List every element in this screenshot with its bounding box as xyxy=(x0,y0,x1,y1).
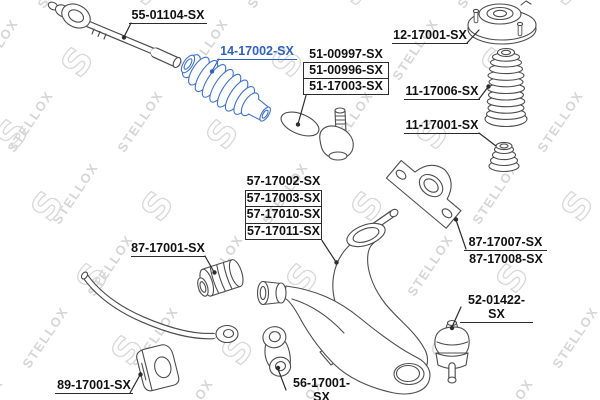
control-arm-drawing xyxy=(256,280,431,395)
part-label-bracket-bushing-b[interactable]: 87-17008-SX xyxy=(469,252,543,266)
strut-boot-drawing xyxy=(484,47,528,128)
part-label-strut-boot[interactable]: 11-17006-SX xyxy=(404,84,480,100)
part-label-stab-bushing[interactable]: 89-17001-SX xyxy=(55,378,133,394)
stabilizer-link-drawing xyxy=(262,326,292,377)
part-label-group-tie-rod-end: 51-00997-SX 51-00996-SX 51-17003-SX xyxy=(303,47,389,95)
part-label-tie-rod-end-1[interactable]: 51-00997-SX xyxy=(303,47,389,63)
part-label-shock-1[interactable]: 57-17002-SX xyxy=(245,174,322,191)
part-label-ball-joint[interactable]: 52-01422-SX xyxy=(460,293,533,323)
stabilizer-bracket-drawing xyxy=(385,159,462,229)
part-label-arm-bushing[interactable]: 87-17001-SX xyxy=(131,241,205,257)
part-label-rack-boot-highlighted[interactable]: 14-17002-SX xyxy=(217,44,297,60)
strut-mount-drawing xyxy=(467,0,537,45)
arm-bushing-drawing xyxy=(197,259,244,297)
tie-rod-end-drawing xyxy=(280,107,354,161)
part-label-bump-stop[interactable]: 11-17001-SX xyxy=(404,118,480,134)
part-label-tie-rod[interactable]: 55-01104-SX xyxy=(129,8,207,24)
part-label-shock-2[interactable]: 57-17003-SX xyxy=(245,190,322,207)
tie-rod-drawing xyxy=(47,1,182,69)
part-label-strut-mount[interactable]: 12-17001-SX xyxy=(392,28,468,44)
stabilizer-bushing-drawing xyxy=(136,344,180,392)
rack-boot-drawing-highlighted[interactable] xyxy=(174,46,279,132)
part-label-group-shock: 57-17002-SX 57-17003-SX 57-17010-SX 57-1… xyxy=(245,174,322,240)
part-label-shock-3[interactable]: 57-17010-SX xyxy=(245,207,322,224)
part-label-shock-4[interactable]: 57-17011-SX xyxy=(245,223,322,240)
part-label-tie-rod-end-3[interactable]: 51-17003-SX xyxy=(303,79,389,95)
leader-dots xyxy=(121,35,491,377)
stabilizer-bar-drawing xyxy=(80,271,239,344)
bump-stop-drawing xyxy=(488,141,520,173)
leader-lines xyxy=(123,22,497,394)
part-label-tie-rod-end-2[interactable]: 51-00996-SX xyxy=(303,63,389,79)
part-label-stab-link[interactable]: 56-17001-SX xyxy=(285,376,358,400)
part-label-bracket-bushing-a[interactable]: 87-17007-SX xyxy=(464,235,547,251)
ball-joint-drawing xyxy=(434,319,470,384)
